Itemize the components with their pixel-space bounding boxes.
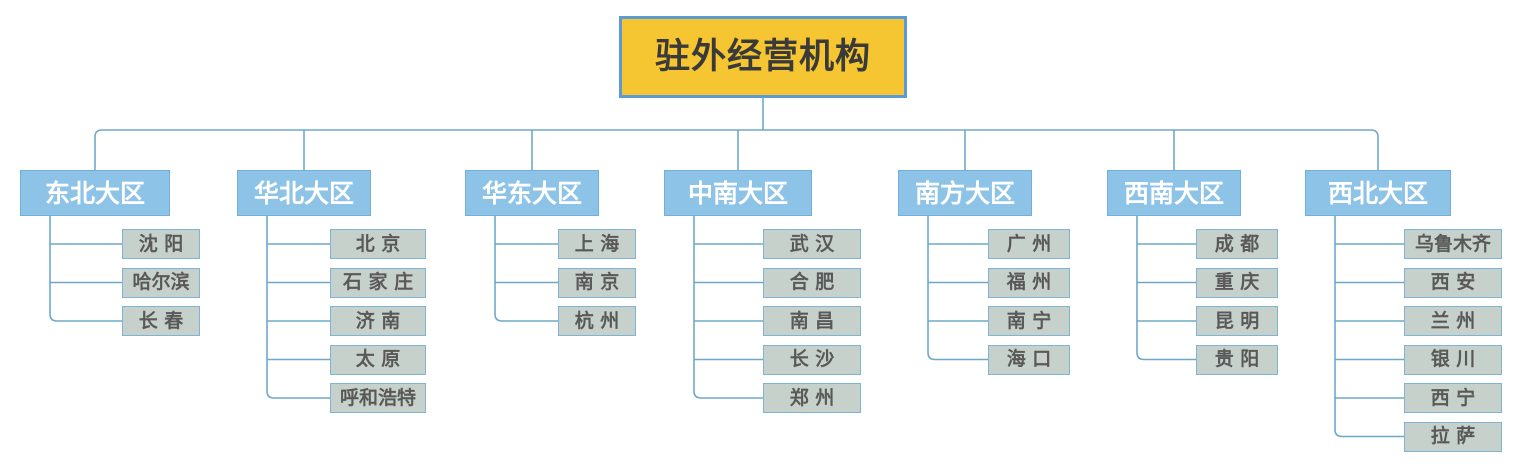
city-node-label: 西 宁 [1430, 386, 1476, 409]
region-node-label: 东北大区 [44, 178, 145, 208]
region-node-label: 华东大区 [481, 178, 582, 208]
city-node[interactable]: 石 家 庄 [330, 267, 426, 298]
city-node[interactable]: 海 口 [988, 344, 1070, 375]
city-node[interactable]: 南 宁 [988, 306, 1070, 336]
city-node[interactable]: 贵 阳 [1196, 344, 1278, 375]
city-node[interactable]: 南 昌 [763, 306, 861, 336]
city-node[interactable]: 长 沙 [763, 344, 861, 375]
city-node[interactable]: 兰 州 [1404, 306, 1502, 336]
city-node-label: 广 州 [1006, 232, 1052, 255]
city-node[interactable]: 重 庆 [1196, 267, 1278, 298]
city-connector [494, 313, 558, 322]
city-node[interactable]: 长 春 [122, 306, 200, 336]
city-node-label: 上 海 [574, 232, 620, 255]
city-node-label: 贵 阳 [1214, 348, 1260, 370]
region-node-label: 南方大区 [914, 178, 1015, 208]
city-node[interactable]: 西 安 [1404, 267, 1502, 298]
city-node[interactable]: 沈 阳 [122, 229, 200, 259]
city-node-label: 北 京 [355, 232, 401, 255]
city-node-label: 郑 州 [789, 386, 835, 409]
city-node-label: 长 春 [138, 309, 184, 332]
city-node-label: 太 原 [355, 348, 401, 370]
city-node-label: 哈尔滨 [132, 271, 190, 293]
region-node[interactable]: 华北大区 [237, 170, 371, 216]
city-node[interactable]: 福 州 [988, 267, 1070, 298]
region-node-label: 西北大区 [1327, 178, 1428, 208]
city-node-label: 西 安 [1430, 271, 1476, 293]
region-node-label: 中南大区 [687, 178, 788, 208]
region-connector [1370, 129, 1379, 170]
region-node-label: 华北大区 [253, 178, 354, 208]
city-node[interactable]: 上 海 [558, 229, 636, 259]
region-node[interactable]: 西北大区 [1305, 170, 1451, 216]
city-node-label: 拉 萨 [1430, 425, 1476, 447]
city-node[interactable]: 郑 州 [763, 383, 861, 413]
city-node[interactable]: 太 原 [330, 344, 426, 375]
city-node[interactable]: 合 肥 [763, 267, 861, 298]
city-node-label: 兰 州 [1430, 309, 1476, 332]
city-node-label: 成 都 [1214, 232, 1260, 255]
city-node[interactable]: 北 京 [330, 229, 426, 259]
root-node[interactable]: 驻外经营机构 [619, 16, 907, 98]
city-node-label: 福 州 [1006, 271, 1052, 293]
city-node-label: 合 肥 [789, 271, 835, 293]
root-node-label: 驻外经营机构 [654, 36, 871, 77]
city-node[interactable]: 拉 萨 [1404, 421, 1502, 452]
city-node[interactable]: 哈尔滨 [122, 267, 200, 298]
city-node[interactable]: 银 川 [1404, 344, 1502, 375]
city-node-label: 杭 州 [574, 309, 620, 332]
region-node[interactable]: 华东大区 [465, 170, 599, 216]
city-node[interactable]: 昆 明 [1196, 306, 1278, 336]
region-node[interactable]: 西南大区 [1107, 170, 1241, 216]
city-node[interactable]: 武 汉 [763, 229, 861, 259]
region-node[interactable]: 东北大区 [20, 170, 170, 216]
city-node-label: 沈 阳 [138, 232, 184, 255]
city-node[interactable]: 广 州 [988, 229, 1070, 259]
region-node[interactable]: 中南大区 [664, 170, 812, 216]
city-connector [693, 390, 763, 399]
city-node-label: 南 宁 [1006, 309, 1052, 332]
city-connector [1334, 429, 1404, 438]
city-node-label: 昆 明 [1214, 309, 1260, 332]
city-connector [927, 352, 988, 361]
city-node[interactable]: 西 宁 [1404, 383, 1502, 413]
city-node-label: 海 口 [1006, 348, 1052, 370]
city-node[interactable]: 济 南 [330, 306, 426, 336]
city-node[interactable]: 成 都 [1196, 229, 1278, 259]
city-connector [49, 313, 122, 322]
city-node-label: 银 川 [1430, 348, 1476, 370]
region-node[interactable]: 南方大区 [898, 170, 1032, 216]
city-node[interactable]: 杭 州 [558, 306, 636, 336]
city-node[interactable]: 南 京 [558, 267, 636, 298]
region-connector [94, 129, 103, 170]
city-node-label: 武 汉 [789, 232, 835, 255]
city-node-label: 呼和浩特 [339, 386, 416, 409]
city-node[interactable]: 呼和浩特 [330, 383, 426, 413]
city-node-label: 乌鲁木齐 [1414, 232, 1491, 255]
city-node-label: 重 庆 [1214, 271, 1260, 293]
city-node-label: 济 南 [355, 309, 401, 332]
city-node-label: 长 沙 [789, 348, 835, 370]
city-node-label: 南 昌 [789, 309, 835, 332]
city-node-label: 石 家 庄 [342, 271, 414, 293]
city-node[interactable]: 乌鲁木齐 [1404, 229, 1502, 259]
city-connector [1136, 352, 1196, 361]
region-node-label: 西南大区 [1123, 178, 1224, 208]
city-node-label: 南 京 [574, 271, 620, 293]
city-connector [266, 390, 330, 399]
